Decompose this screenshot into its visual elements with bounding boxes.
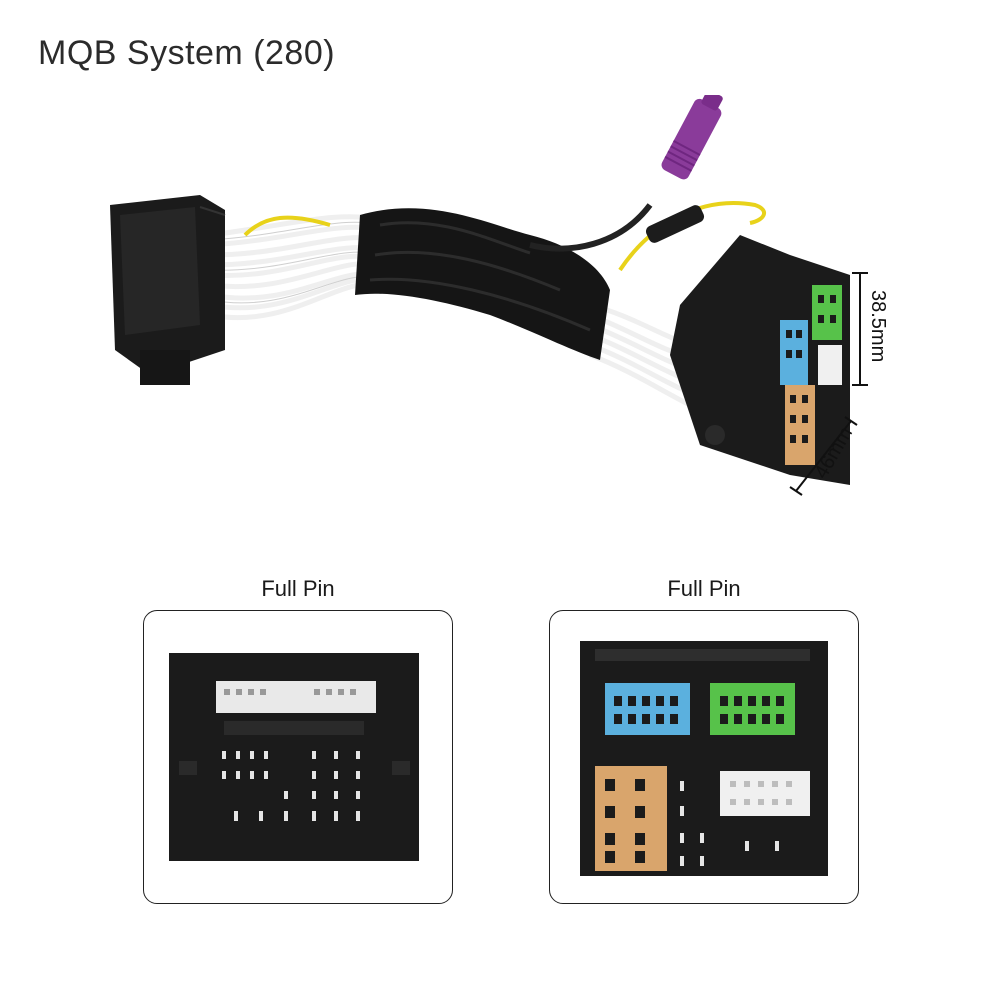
right-connector-face (580, 641, 828, 876)
left-connector-face (169, 653, 419, 861)
yellow-wire (243, 201, 766, 272)
dimension-lines (789, 272, 868, 496)
panel-right (549, 610, 859, 904)
fuse-holder (645, 205, 705, 243)
panel-label-left: Full Pin (261, 576, 335, 601)
right-connector (670, 235, 850, 485)
left-connector (110, 195, 226, 385)
harness-illustration: 38.5mm 46mm (110, 95, 889, 496)
panel-label-right: Full Pin (667, 576, 741, 601)
panel-left (143, 610, 453, 904)
purple-plug (661, 95, 723, 180)
page-title: MQB System (280) (38, 34, 336, 72)
dimension-height: 38.5mm (867, 290, 889, 362)
cable-sleeve (355, 208, 610, 360)
